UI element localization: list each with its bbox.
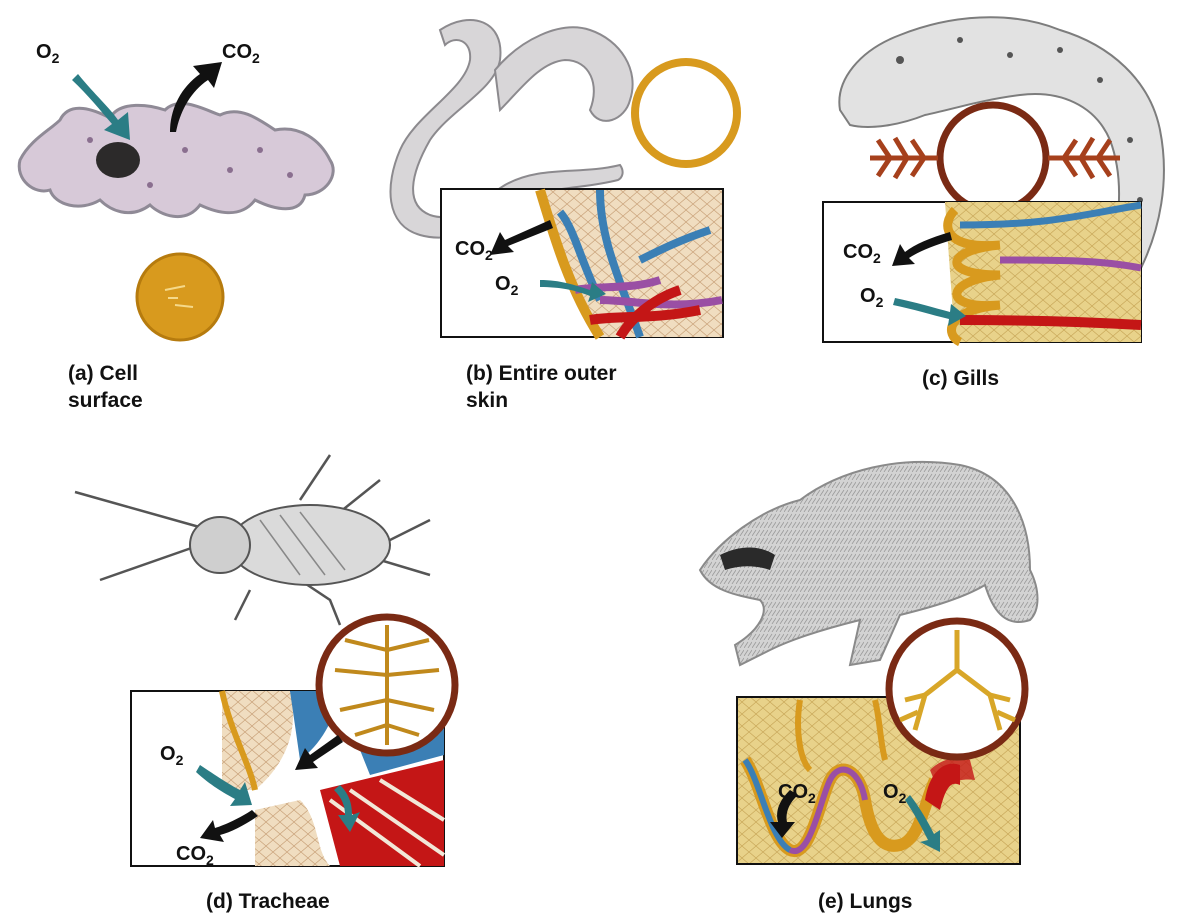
caption-a-line2: surface — [68, 389, 143, 412]
skin-cross-section-ring — [635, 62, 737, 164]
caption-b-line2: skin — [466, 389, 508, 412]
caption-a-line1: (a) Cell — [68, 362, 138, 385]
panel-b-outer-skin: CO2 O2 (b) Entire outer skin — [390, 20, 737, 412]
o2-label: O — [883, 781, 899, 803]
co2-label: CO — [176, 843, 206, 865]
gill-filaments-left — [870, 138, 938, 178]
co2-label: CO — [455, 238, 485, 260]
o2-label: O — [860, 285, 876, 307]
caption-b-line1: (b) Entire outer — [466, 362, 617, 385]
gill-ring — [940, 105, 1046, 211]
co2-label: CO — [778, 781, 808, 803]
svg-text:O2: O2 — [36, 41, 60, 66]
o2-label: O — [160, 743, 176, 765]
co2-label: CO — [222, 41, 252, 63]
caption-d: (d) Tracheae — [206, 890, 330, 913]
panel-a-cell-surface: O2 CO2 (a) Cell surface — [19, 41, 333, 412]
o2-label: O — [36, 41, 52, 63]
svg-text:CO2: CO2 — [222, 41, 260, 66]
caption-c: (c) Gills — [922, 367, 999, 390]
panel-d-tracheae: O2 CO2 (d) Tracheae — [75, 455, 455, 913]
caption-e: (e) Lungs — [818, 890, 913, 913]
panel-e-lungs: CO2 O2 (e) Lungs — [700, 462, 1038, 913]
cell-surface-disc — [137, 254, 223, 340]
nucleus — [96, 142, 140, 178]
gill-filaments-right — [1048, 138, 1120, 178]
o2-label: O — [495, 273, 511, 295]
panel-c-gills: CO2 O2 (c) Gills — [823, 17, 1164, 390]
co2-label: CO — [843, 241, 873, 263]
